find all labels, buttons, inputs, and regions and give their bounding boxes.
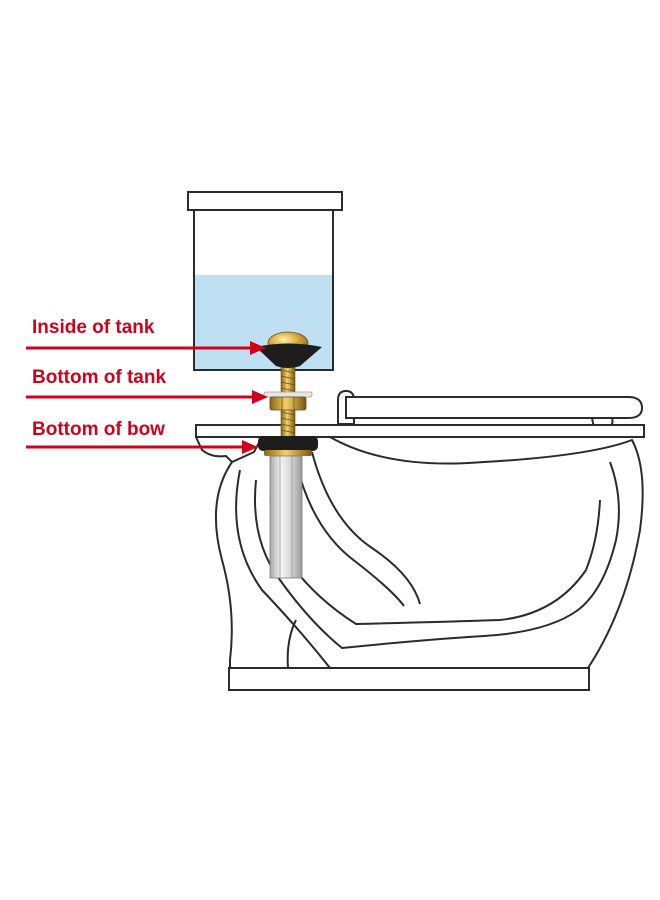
- bowl-base-curve: [286, 619, 297, 669]
- bowl-inner-curve: [295, 461, 405, 607]
- trapway-inner: [254, 461, 620, 650]
- toilet-seat: [195, 389, 645, 438]
- arrow-inside-of-tank: [26, 341, 266, 355]
- callout-bottom-of-tank: Bottom of tank: [32, 367, 167, 388]
- arrow-bottom-of-bow: [26, 440, 258, 454]
- bowl-outer: [214, 461, 233, 668]
- trapway-curve: [235, 469, 331, 669]
- callout-bottom-of-bow: Bottom of bow: [32, 419, 165, 440]
- bowl-base: [228, 667, 590, 691]
- toilet-tank: [187, 191, 343, 371]
- bowl-rubber-washer: [258, 436, 318, 451]
- tank-rubber-washer: [256, 343, 322, 368]
- bowl-brass-washer: [264, 450, 312, 456]
- bolt-assembly: [256, 331, 322, 579]
- tank-metal-washer: [263, 391, 313, 398]
- callout-arrows: [26, 341, 268, 454]
- tank-walls: [193, 210, 334, 371]
- bowl-back-lip: [195, 436, 263, 464]
- bowl-inner-line: [311, 451, 421, 605]
- hex-extension: [269, 455, 303, 579]
- toilet-bowl: [195, 436, 644, 691]
- arrow-bottom-of-tank: [26, 390, 268, 404]
- bowl-front: [329, 436, 644, 669]
- tank-lid: [187, 191, 343, 211]
- tank-nut: [269, 396, 307, 411]
- bowl-rim: [195, 424, 645, 438]
- seat-lid: [345, 396, 644, 419]
- trapway-outer: [269, 477, 601, 626]
- callout-inside-of-tank: Inside of tank: [32, 317, 155, 338]
